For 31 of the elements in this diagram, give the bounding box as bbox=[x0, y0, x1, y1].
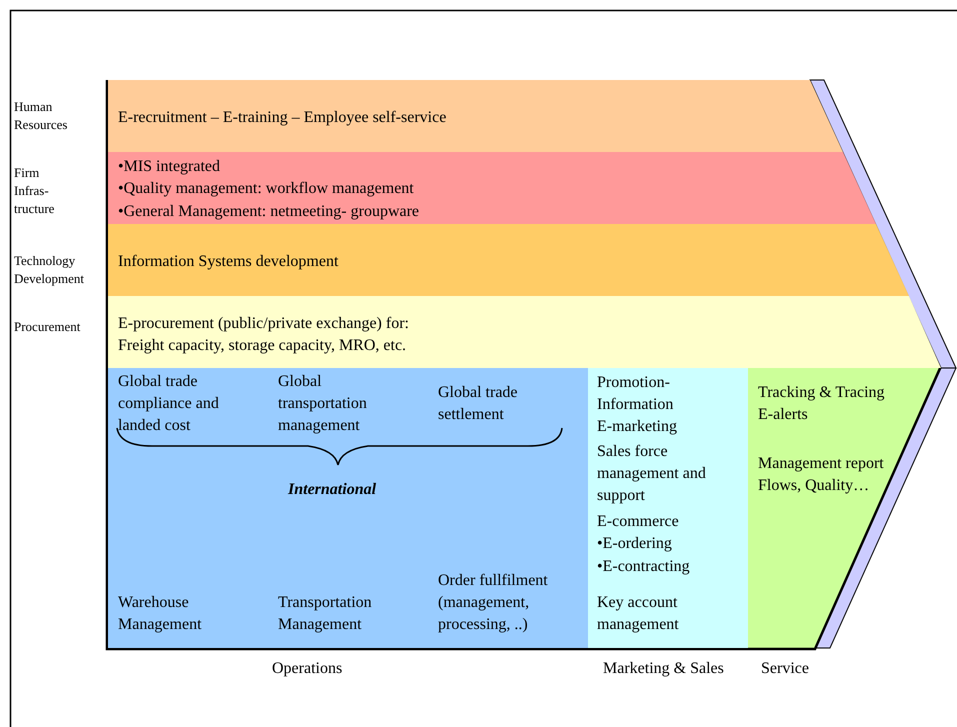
band-text: •Quality management: workflow management bbox=[118, 179, 414, 199]
activity-text: E-alerts bbox=[758, 405, 808, 425]
activity-text: Global trade settlement bbox=[438, 383, 519, 425]
row-heading: Technology Development bbox=[14, 252, 86, 288]
band-text: •General Management: netmeeting- groupware bbox=[118, 202, 420, 222]
band-text: E-recruitment – E-training – Employee self-service bbox=[118, 108, 446, 128]
activity-text: Order fullfilment (management, processing, ..) bbox=[438, 571, 549, 635]
activity-text: Promotion- Information E-marketing bbox=[597, 373, 678, 437]
activity-text: Tracking & Tracing bbox=[758, 383, 885, 403]
activity-text: •E-ordering bbox=[597, 534, 672, 554]
row-heading: Procurement bbox=[14, 318, 80, 336]
activity-text: Warehouse Management bbox=[118, 593, 203, 635]
row-heading: Firm Infras- tructure bbox=[14, 164, 56, 218]
activity-text: Sales force management and support bbox=[597, 442, 707, 506]
band-text: Freight capacity, storage capacity, MRO, etc. bbox=[118, 336, 406, 356]
activity-text: Global trade compliance and landed cost bbox=[118, 372, 220, 436]
band-text: Information Systems development bbox=[118, 252, 338, 272]
activity-text: Transportation Management bbox=[278, 593, 373, 635]
activity-text: Key account management bbox=[597, 593, 680, 635]
category-label: Marketing & Sales bbox=[603, 659, 724, 679]
band-text: E-procurement (public/private exchange) for: bbox=[118, 314, 409, 334]
activity-text: Global transportation management bbox=[278, 372, 368, 436]
activity-text: Management report bbox=[758, 454, 884, 474]
activity-text: E-commerce bbox=[597, 512, 679, 532]
category-label: Operations bbox=[272, 659, 342, 679]
group-label: International bbox=[288, 480, 376, 500]
category-label: Service bbox=[761, 659, 809, 679]
activity-text: Flows, Quality… bbox=[758, 476, 870, 496]
band-text: •MIS integrated bbox=[118, 157, 220, 177]
row-heading: Human Resources bbox=[14, 98, 68, 134]
activity-text: •E-contracting bbox=[597, 557, 690, 577]
